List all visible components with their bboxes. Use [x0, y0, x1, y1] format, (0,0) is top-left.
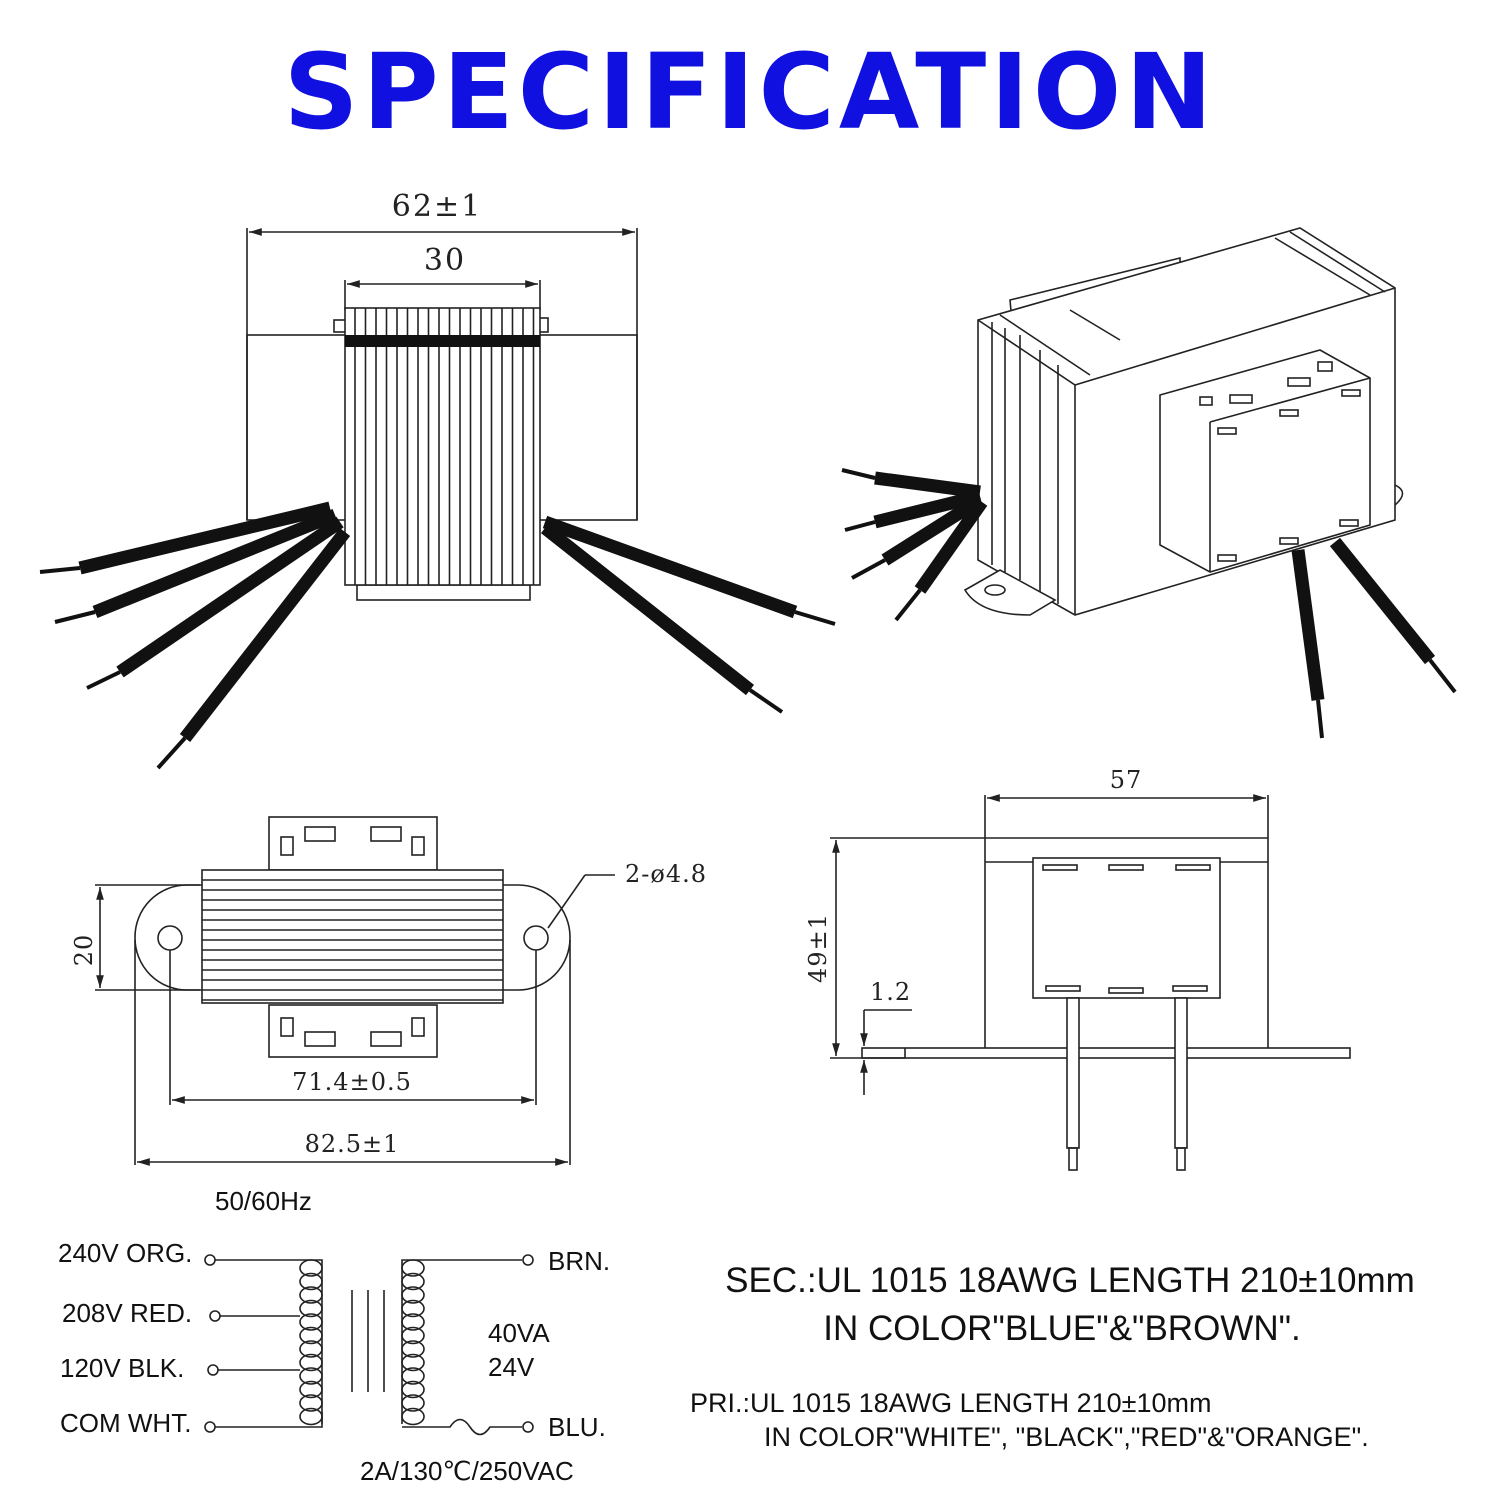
base-thickness-label: 1.2	[870, 978, 911, 1006]
rating-v: 24V	[488, 1352, 535, 1382]
side-width-label: 57	[1110, 766, 1143, 794]
wire-notes: SEC.:UL 1015 18AWG LENGTH 210±10mm IN CO…	[690, 1261, 1415, 1452]
height-label: 20	[70, 934, 98, 967]
primary-coil-loop	[299, 1259, 323, 1277]
front-view: 62±1 30	[39, 189, 836, 770]
holes-label: 2-ø4.8	[625, 860, 707, 888]
pri-note-line2: IN COLOR"WHITE", "BLACK","RED"&"ORANGE".	[764, 1422, 1369, 1452]
primary-coil-loop	[299, 1367, 323, 1385]
primary-coil-loop	[299, 1340, 323, 1358]
fuse-rating: 2A/130℃/250VAC	[360, 1456, 574, 1486]
pri-note-line1: PRI.:UL 1015 18AWG LENGTH 210±10mm	[690, 1388, 1212, 1418]
overall-length-label: 82.5±1	[305, 1130, 400, 1158]
primary-coil-loop	[299, 1272, 323, 1291]
secondary-blu: BLU.	[548, 1412, 606, 1442]
hole-spacing-label: 71.4±0.5	[292, 1068, 412, 1096]
primary-coil-loop	[299, 1313, 323, 1331]
side-view: 57 49±1 1.2	[804, 766, 1351, 1171]
top-view: 20 2-ø4.8 71.4±0.5 82.5±1	[70, 816, 707, 1166]
primary-coil-loop	[299, 1299, 323, 1318]
isometric-view	[841, 227, 1457, 739]
primary-coil-loop	[299, 1407, 323, 1426]
core-laminations	[344, 307, 541, 586]
overall-width-label: 62±1	[392, 189, 482, 224]
primary-coil-loop	[299, 1394, 323, 1412]
tap-com: COM WHT.	[60, 1408, 191, 1438]
primary-coil-loop	[299, 1286, 323, 1304]
page-title: SPECIFICATION	[284, 31, 1217, 153]
core-width-label: 30	[424, 243, 466, 278]
primary-coil-loop	[299, 1326, 323, 1345]
frequency-label: 50/60Hz	[215, 1186, 312, 1216]
primary-wires	[39, 501, 351, 770]
wiring-schematic: 50/60Hz 240V ORG. 208V RED. 120V BLK. CO…	[58, 1186, 610, 1486]
sec-note-line1: SEC.:UL 1015 18AWG LENGTH 210±10mm	[725, 1261, 1415, 1300]
primary-coil-loop	[299, 1353, 323, 1372]
secondary-brn: BRN.	[548, 1246, 610, 1276]
tap-120v: 120V BLK.	[60, 1353, 184, 1383]
rating-va: 40VA	[488, 1318, 550, 1348]
tap-240v: 240V ORG.	[58, 1238, 192, 1268]
tap-208v: 208V RED.	[62, 1298, 192, 1328]
primary-coil-loop	[299, 1380, 323, 1399]
fuse-icon	[402, 1418, 522, 1436]
sec-note-line2: IN COLOR"BLUE"&"BROWN".	[823, 1309, 1301, 1348]
side-height-label: 49±1	[804, 913, 832, 983]
secondary-wires	[540, 515, 836, 714]
